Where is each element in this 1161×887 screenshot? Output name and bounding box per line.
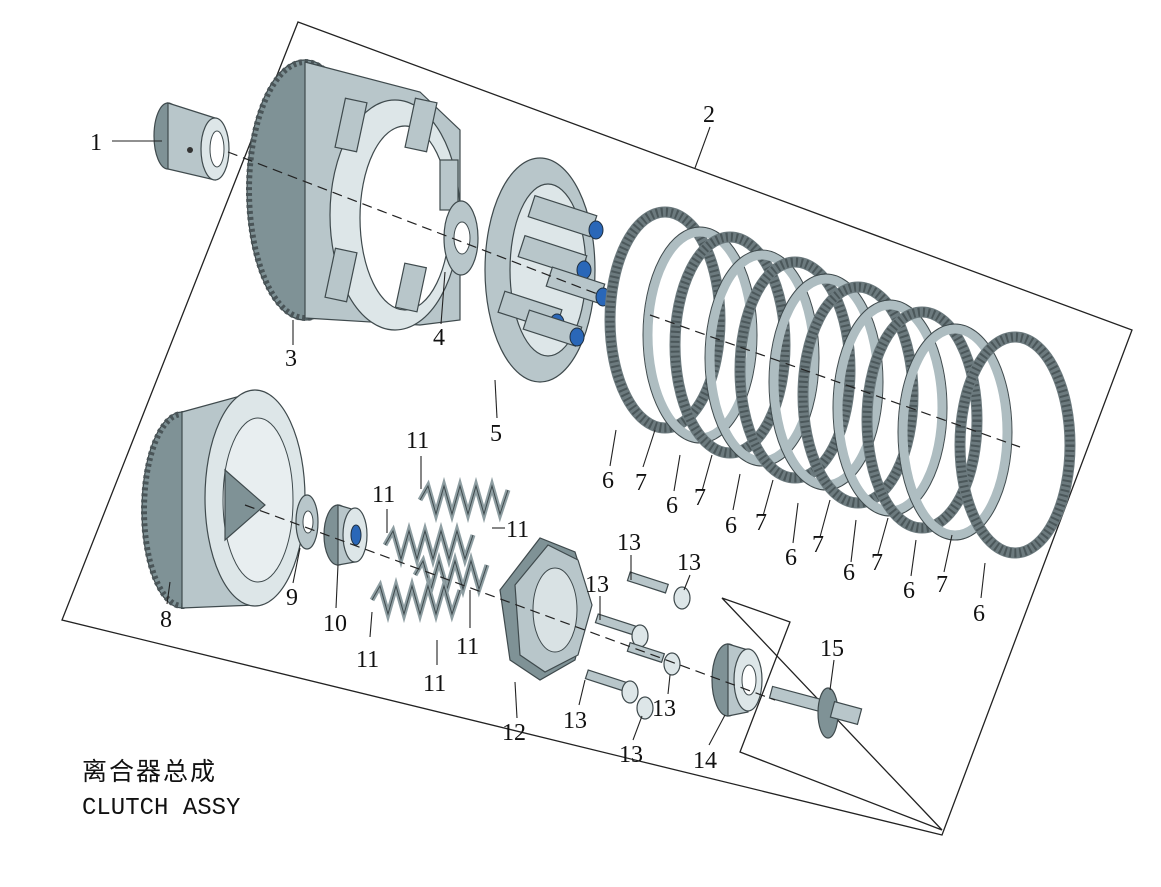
- callout-6: 6: [843, 560, 855, 586]
- part-14-bearing: [711, 643, 763, 717]
- bolt: [584, 669, 639, 704]
- part-1-bushing: [153, 102, 230, 181]
- callout-12: 12: [502, 720, 526, 746]
- steel-plate: [897, 323, 1013, 541]
- callout-11: 11: [406, 428, 429, 454]
- friction-plate: [797, 281, 919, 509]
- callout-1: 1: [90, 130, 102, 156]
- part-12-pressure-plate: [499, 537, 593, 681]
- friction-plate: [734, 256, 856, 484]
- callout-11: 11: [456, 634, 479, 660]
- bolt: [594, 613, 649, 648]
- callout-6: 6: [973, 601, 985, 627]
- callout-7: 7: [812, 532, 824, 558]
- callout-8: 8: [160, 607, 172, 633]
- callout-13: 13: [652, 696, 676, 722]
- spring: [412, 551, 490, 599]
- callout-11: 11: [506, 517, 529, 543]
- friction-plate: [954, 331, 1076, 559]
- part-15-push-rod: [768, 685, 863, 739]
- callout-6: 6: [666, 493, 678, 519]
- axis-lower: [244, 504, 776, 701]
- callout-7: 7: [755, 510, 767, 536]
- part-10-lock-nut: [323, 504, 368, 566]
- callout-13: 13: [585, 572, 609, 598]
- clutch-plate-stack: [604, 206, 1076, 559]
- callout-6: 6: [903, 578, 915, 604]
- callout-14: 14: [693, 748, 717, 774]
- callout-13: 13: [563, 708, 587, 734]
- bolt: [636, 696, 654, 720]
- part-3-clutch-housing: [246, 59, 461, 331]
- callout-6: 6: [785, 545, 797, 571]
- callout-4: 4: [433, 325, 445, 351]
- part-5-clutch-center: [484, 157, 611, 383]
- part-13-bolts: [584, 571, 691, 720]
- bolt: [626, 571, 691, 610]
- axis-plates: [649, 314, 1021, 448]
- callout-11: 11: [356, 647, 379, 673]
- part-4-thrust-washer: [443, 200, 479, 276]
- callout-5: 5: [490, 421, 502, 447]
- callout-6: 6: [602, 468, 614, 494]
- title-chinese: 离合器总成: [82, 757, 218, 786]
- title-english: CLUTCH ASSY: [82, 795, 241, 822]
- callout-7: 7: [936, 572, 948, 598]
- axis-upper: [227, 151, 601, 296]
- friction-plate: [861, 306, 983, 534]
- callout-7: 7: [635, 470, 647, 496]
- callout-13: 13: [677, 550, 701, 576]
- callout-15: 15: [820, 636, 844, 662]
- callout-11: 11: [423, 671, 446, 697]
- callout-10: 10: [323, 611, 347, 637]
- part-11-springs: [369, 476, 511, 624]
- part-8-clutch-basket: [141, 389, 306, 609]
- callout-3: 3: [285, 346, 297, 372]
- leader-lines: [112, 126, 986, 746]
- callout-13: 13: [619, 742, 643, 768]
- spring: [382, 521, 476, 569]
- callout-2: 2: [703, 102, 715, 128]
- bolt: [626, 641, 681, 676]
- callout-7: 7: [871, 550, 883, 576]
- kit-outline: [61, 21, 1133, 836]
- callout-numbers: 1 2 3 4 5 6 7 6 7 6 7 6 7 6 7 6 7 6 8 9 …: [90, 102, 985, 774]
- spring: [417, 476, 511, 524]
- friction-plate: [604, 206, 726, 434]
- bearing-group-outline: [721, 597, 943, 831]
- callout-13: 13: [617, 530, 641, 556]
- spring: [369, 576, 463, 624]
- callout-7: 7: [694, 485, 706, 511]
- callout-11: 11: [372, 482, 395, 508]
- friction-plate: [669, 231, 791, 459]
- callout-6: 6: [725, 513, 737, 539]
- part-9-washer: [295, 494, 319, 550]
- callout-9: 9: [286, 585, 298, 611]
